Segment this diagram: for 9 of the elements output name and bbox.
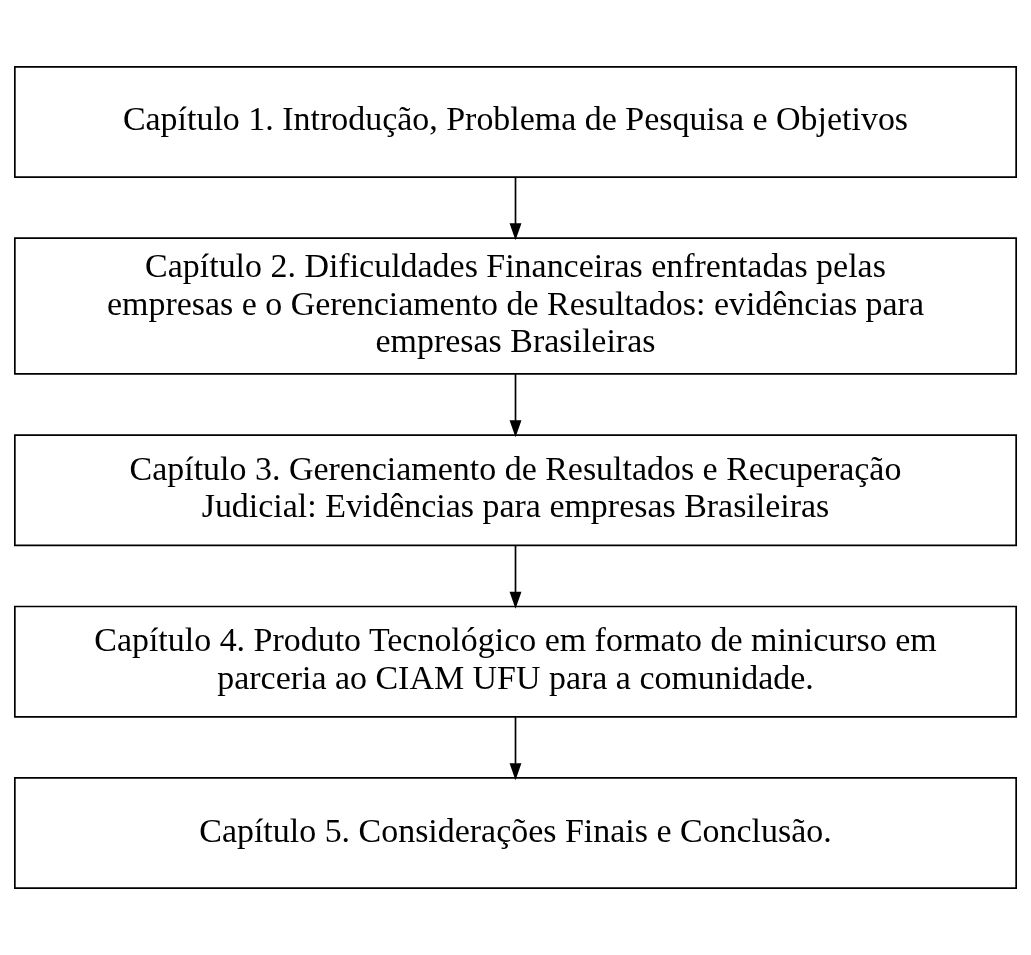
arrow: [509, 176, 522, 241]
arrow: [509, 716, 522, 781]
node-box: Capítulo 3. Gerenciamento de Resultados e Recuperação Judicial: Evidências para empresas Brasileiras: [14, 434, 1017, 547]
node-box: Capítulo 2. Dificuldades Financeiras enfrentadas pelas empresas e o Gerenciamento de Resultados: evidências para empresas Brasileiras: [14, 237, 1017, 375]
node-box: Capítulo 1. Introdução, Problema de Pesquisa e Objetivos: [14, 65, 1017, 178]
node-box: Capítulo 4. Produto Tecnológico em formato de minicurso em parceria ao CIAM UFU para a comunidade.: [14, 605, 1017, 718]
arrow: [509, 544, 522, 609]
arrow: [509, 373, 522, 438]
node-box: Capítulo 5. Considerações Finais e Conclusão.: [14, 777, 1017, 890]
